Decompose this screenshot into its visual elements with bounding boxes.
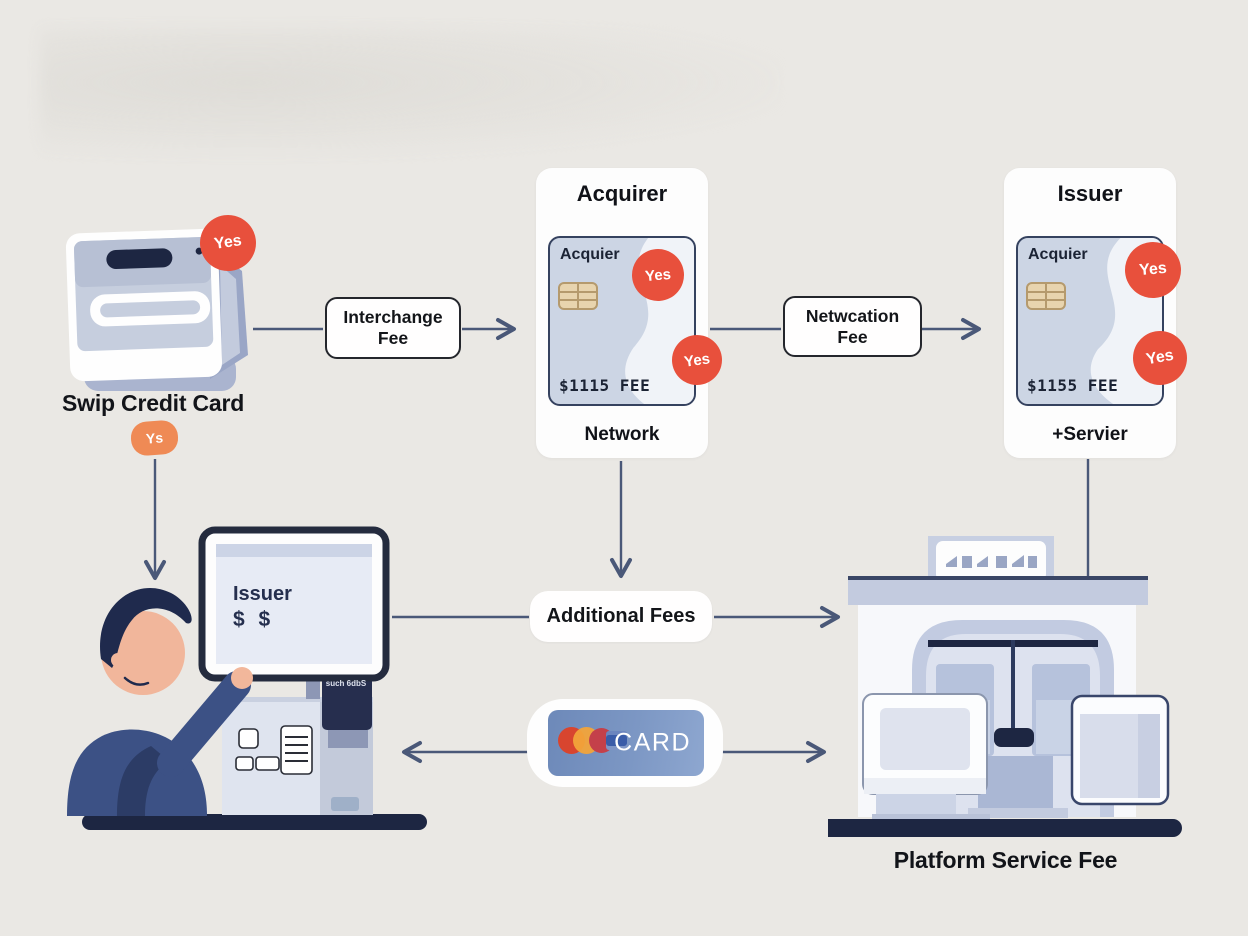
acquirer-card-label: Acquier [560, 246, 620, 263]
interchange-fee-box: Interchange Fee [325, 297, 461, 359]
store-lamp-cord [1011, 640, 1015, 732]
storefront-illustration [828, 536, 1182, 837]
store-roof [848, 580, 1148, 605]
acquirer-title: Acquirer [576, 181, 668, 206]
issuer-card-fee: $1155 FEE [1027, 376, 1119, 395]
cashier-arm [157, 671, 251, 777]
store-fixture-left [862, 693, 990, 820]
payment-card-pill: CARD [527, 699, 723, 787]
cashier-hair [100, 587, 192, 668]
pos-reader-text: such 6dbS [325, 679, 367, 688]
store-sign [928, 536, 1054, 582]
cashier-person [67, 587, 253, 816]
issuer-title: Issuer [1057, 181, 1123, 206]
card-brand-logo-icon [606, 731, 627, 750]
issuer-caption: +Servier [1052, 424, 1128, 445]
pos-vent [331, 797, 359, 811]
store-lamp [994, 728, 1034, 747]
payment-card-text: CARD [614, 728, 691, 757]
network-fee-box: Netwcation Fee [783, 296, 922, 357]
acquirer-yes-top-label: Yes [644, 265, 672, 285]
cashier-smile [123, 676, 150, 686]
store-fixture-right [1070, 694, 1170, 806]
pos-register [222, 674, 373, 815]
payment-card: CARD [548, 710, 704, 776]
platform-service-fee-label: Platform Service Fee [893, 847, 1118, 873]
monitor-screen-text: Issuer $ $ [233, 582, 292, 633]
store-roof-edge [848, 576, 1148, 580]
issuer-yes-bottom-label: Yes [1144, 346, 1175, 369]
pos-keypad [280, 725, 313, 775]
swipe-yes-label: Ys [145, 429, 164, 447]
pos-button [238, 728, 259, 749]
monitor-screen [216, 544, 372, 664]
issuer-panel: Issuer Acquier $1155 FEE Yes Yes +Servie… [1004, 168, 1192, 458]
checkout-monitor [198, 526, 390, 699]
cashier-hand [231, 667, 253, 689]
interchange-fee-label: Interchange Fee [343, 307, 443, 348]
acquirer-yes-bottom-label: Yes [683, 349, 711, 371]
additional-fees-box: Additional Fees [530, 591, 712, 642]
issuer-yes-top-label: Yes [1138, 259, 1168, 280]
counter [82, 814, 427, 830]
acquirer-card-fee: $1115 FEE [559, 376, 651, 395]
terminal-yes-label: Yes [213, 232, 243, 253]
network-fee-label: Netwcation Fee [805, 305, 900, 347]
swipe-yes-badge: Ys [129, 419, 180, 457]
terminal-side-highlight [220, 265, 240, 365]
card-chip-icon [1026, 282, 1066, 310]
monitor-line1: Issuer [233, 583, 292, 605]
pos-card-reader [322, 674, 372, 730]
store-door-lower [978, 756, 1053, 817]
additional-fees-label: Additional Fees [546, 604, 696, 627]
pos-button [255, 756, 280, 771]
store-sign-glyphs [946, 555, 1037, 568]
pos-button [235, 756, 254, 771]
acquirer-panel: Acquirer Acquier $1115 FEE Yes Yes Netwo… [536, 168, 726, 458]
terminal-card-slot [106, 248, 173, 269]
card-terminal-illustration [65, 228, 248, 391]
monitor-line2: $ $ [233, 608, 275, 631]
background-smudge [40, 28, 780, 158]
issuer-card-label: Acquier [1028, 246, 1088, 263]
acquirer-caption: Network [584, 424, 660, 445]
card-chip-icon [558, 282, 598, 310]
terminal-front [65, 228, 223, 382]
checkout-scene-illustration [67, 526, 427, 830]
store-base [828, 819, 1182, 837]
swipe-card-label: Swip Credit Card [62, 390, 245, 416]
